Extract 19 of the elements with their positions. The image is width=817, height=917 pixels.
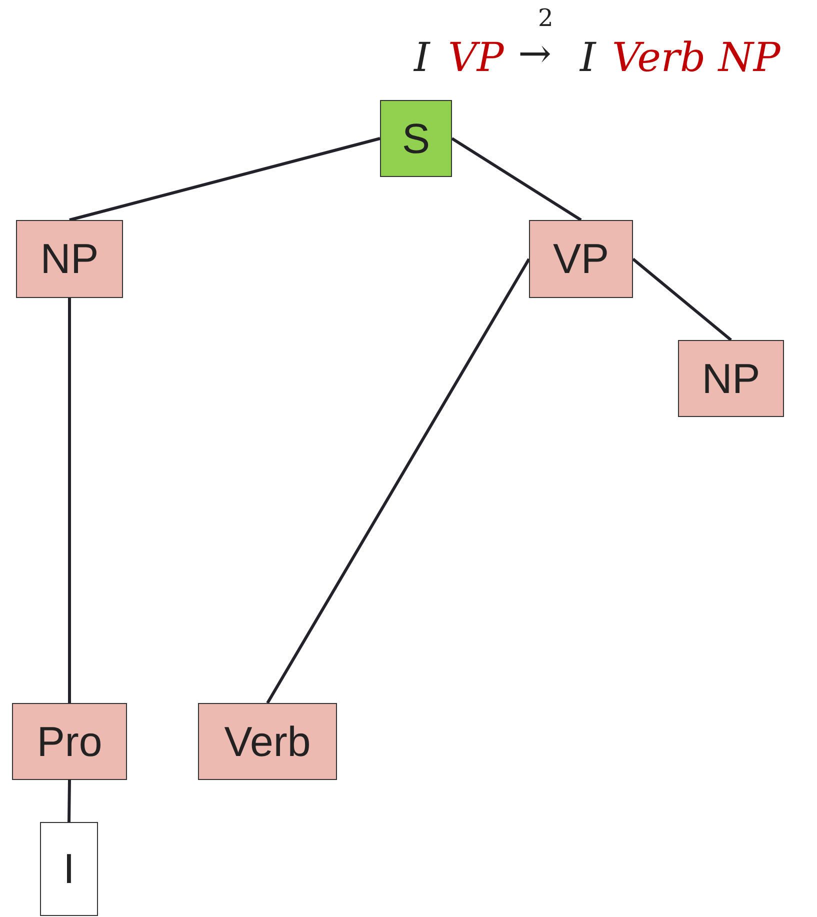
tree-branch-line xyxy=(451,137,582,222)
superscript-number: 2 xyxy=(538,6,554,30)
rule-text: Verb NP xyxy=(612,38,780,78)
rule-text: → xyxy=(518,34,552,74)
tree-branch-line xyxy=(632,258,732,342)
tree-node-box: NP xyxy=(678,340,784,417)
tree-node-box: S xyxy=(380,100,452,177)
tree-node-box: NP xyxy=(16,220,123,298)
tree-node-box: I xyxy=(40,822,98,916)
rule-text: I xyxy=(414,38,430,78)
rule-text: VP xyxy=(448,38,504,78)
tree-branch-line xyxy=(266,258,530,704)
tree-branch-line xyxy=(68,780,71,822)
tree-node-box: VP xyxy=(529,220,633,298)
tree-node-box: Verb xyxy=(198,703,337,780)
tree-branch-line xyxy=(68,298,71,703)
tree-node-box: Pro xyxy=(12,703,127,780)
rule-text: I xyxy=(580,38,596,78)
tree-branch-line xyxy=(69,137,380,222)
